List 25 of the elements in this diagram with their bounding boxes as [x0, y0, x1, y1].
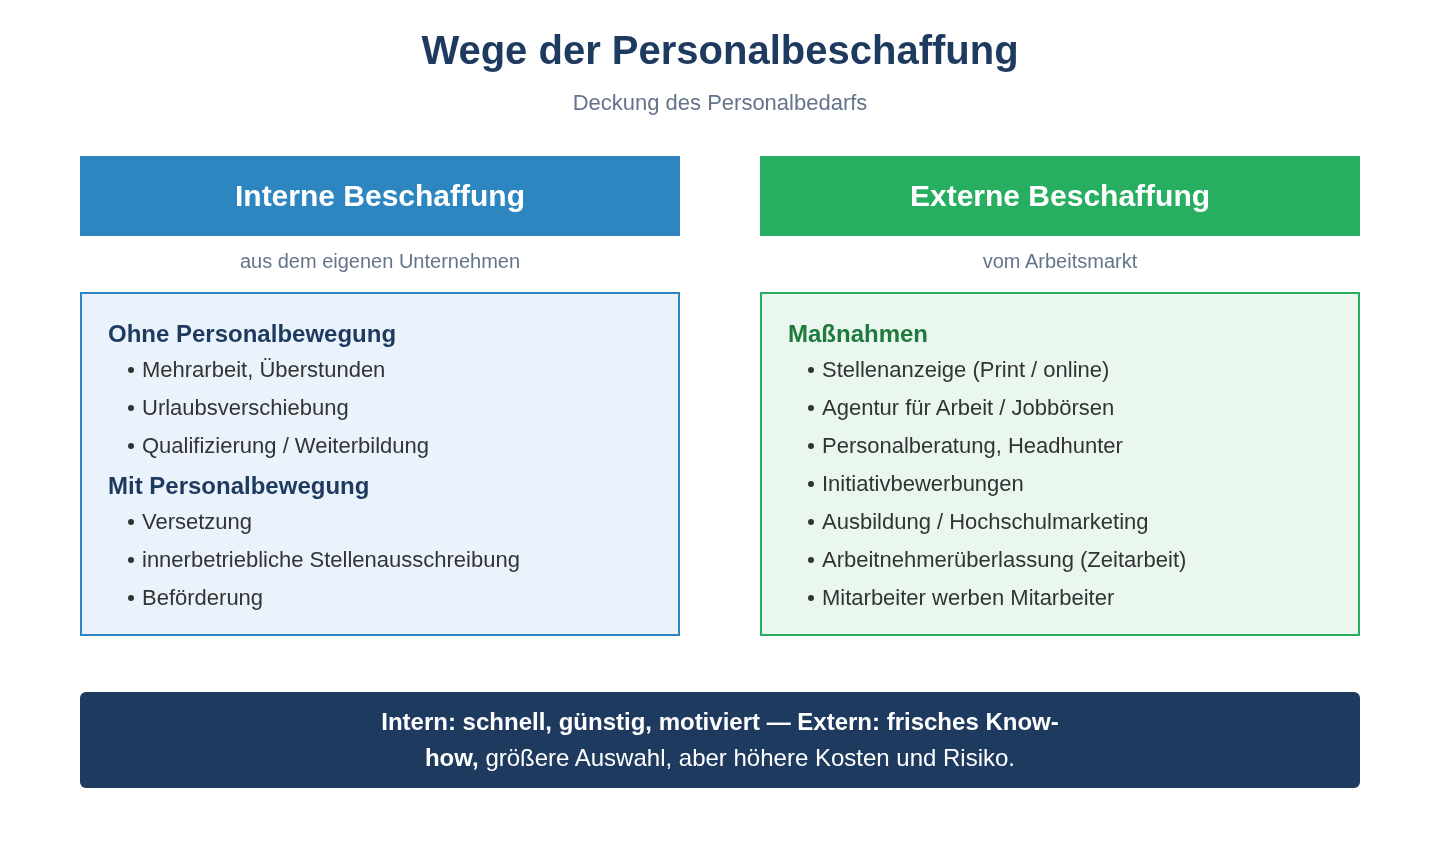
subtitle: Deckung des Personalbedarfs: [571, 90, 869, 116]
list-item: Mehrarbeit, Überstunden: [142, 358, 386, 382]
list-item: innerbetriebliche Stellenausschreibung: [142, 548, 520, 572]
list-item: Versetzung: [142, 510, 253, 534]
content-panel: [760, 292, 1360, 636]
section-heading: Maßnahmen: [788, 320, 928, 348]
summary-banner: Intern: schnell, günstig, motiviert — Extern: frisches Know-how, größere Auswahl, aber höhere Kosten und Risiko.: [80, 692, 1360, 788]
section-header: Externe Beschaffung: [760, 156, 1360, 236]
subheading: aus dem eigenen Unternehmen: [238, 250, 522, 273]
list-item: Personalberatung, Headhunter: [822, 434, 1123, 458]
list-item: Initiativbewerbungen: [822, 472, 1024, 496]
list-item: Urlaubsverschiebung: [142, 396, 349, 420]
section-heading: Ohne Personalbewegung: [108, 320, 397, 348]
list-item: Qualifizierung / Weiterbildung: [142, 434, 429, 458]
list-item: Beförderung: [142, 586, 264, 610]
page-title: Wege der Personalbeschaffung: [420, 28, 1020, 73]
content-panel: [80, 292, 680, 636]
list-item: Agentur für Arbeit / Jobbörsen: [822, 396, 1115, 420]
section-header: Interne Beschaffung: [80, 156, 680, 236]
list-item: Ausbildung / Hochschulmarketing: [822, 510, 1149, 534]
list-item: Mitarbeiter werben Mitarbeiter: [822, 586, 1115, 610]
subheading: vom Arbeitsmarkt: [981, 250, 1139, 273]
list-item: Arbeitnehmerüberlassung (Zeitarbeit): [822, 548, 1187, 572]
list-item: Stellenanzeige (Print / online): [822, 358, 1110, 382]
section-heading: Mit Personalbewegung: [108, 472, 370, 500]
